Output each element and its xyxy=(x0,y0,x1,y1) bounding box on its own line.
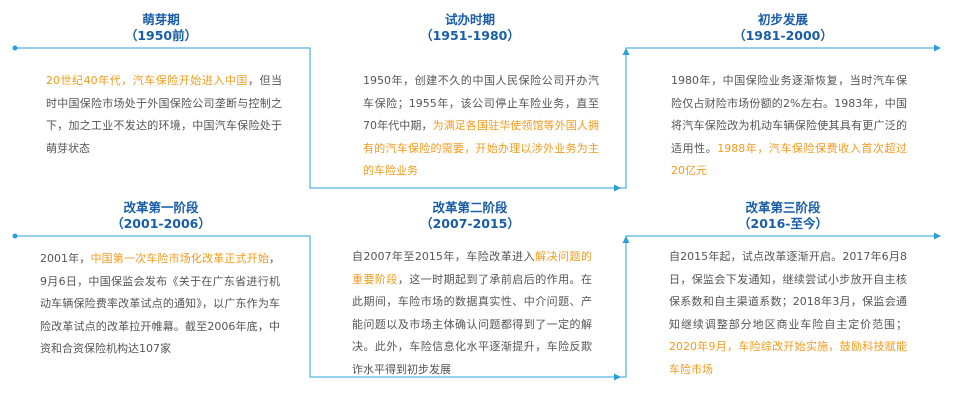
stage-desc-4-seg-1: 2001年， xyxy=(40,252,91,265)
stage-name-6: 改革第三阶段 xyxy=(745,200,821,215)
stage-description-6: 自2015年起，试点改革逐渐开启。2017年6月8日，保监会下发通知，继续尝试小… xyxy=(669,246,907,381)
stage-desc-1-seg-1: 20世纪40年代，汽车保险开始进入中国 xyxy=(46,74,248,87)
stage-description-5: 自2007年至2015年，车险改革进入解决问题的重要阶段，这一时期起到了承前启后… xyxy=(352,246,592,381)
stage-desc-5-seg-1: 自2007年至2015年，车险改革进入 xyxy=(352,250,536,263)
stage-desc-3-seg-1: 1980年，中国保险业务逐渐恢复，当时汽车保险仅占财险市场份额的2%左右。198… xyxy=(671,74,907,155)
stage-period-5: （2007-2015） xyxy=(420,216,520,231)
stage-period-2: （1951-1980） xyxy=(420,28,520,43)
stage-title-5: 改革第二阶段 （2007-2015） xyxy=(340,200,600,232)
stage-name-3: 初步发展 xyxy=(757,12,808,27)
stage-title-1: 萌芽期 （1950前） xyxy=(31,12,291,44)
stage-desc-4-seg-2: 中国第一次车险市场化改革正式开始 xyxy=(90,252,269,265)
timeline-path-row2 xyxy=(15,232,941,378)
stage-desc-5-seg-2: 解决问题的重要阶段 xyxy=(352,250,592,286)
stage-desc-6-seg-1: 自2015年起，试点改革逐渐开启。2017年6月8日，保监会下发通知，继续尝试小… xyxy=(669,250,907,331)
stage-description-3: 1980年，中国保险业务逐渐恢复，当时汽车保险仅占财险市场份额的2%左右。198… xyxy=(671,70,907,183)
stage-description-2: 1950年，创建不久的中国人民保险公司开办汽车保险；1955年，该公司停止车险业… xyxy=(363,70,599,183)
stage-description-4: 2001年，中国第一次车险市场化改革正式开始，9月6日，中国保监会发布《关于在广… xyxy=(40,248,280,361)
stage-period-4: （2001-2006） xyxy=(111,216,211,231)
stage-name-4: 改革第一阶段 xyxy=(123,200,199,215)
stage-period-6: （2016-至今） xyxy=(738,216,828,231)
stage-desc-5-seg-3: ，这一时期起到了承前启后的作用。在此期间，车险市场的数据真实性、中介问题、产能问… xyxy=(352,272,593,376)
stage-title-3: 初步发展 （1981-2000） xyxy=(653,12,913,44)
stage-name-5: 改革第二阶段 xyxy=(432,200,508,215)
stage-title-2: 试办时期 （1951-1980） xyxy=(340,12,600,44)
stage-desc-2-seg-2: 为满足各国驻华使领馆等外国人拥有的汽车保险的需要，开始办理以涉外业务为主的车险业… xyxy=(363,119,600,177)
stage-name-2: 试办时期 xyxy=(444,12,495,27)
stage-period-3: （1981-2000） xyxy=(733,28,833,43)
stage-desc-4-seg-3: ，9月6日，中国保监会发布《关于在广东省进行机动车辆保险费率改革试点的通知》，以… xyxy=(40,252,280,355)
stage-title-6: 改革第三阶段 （2016-至今） xyxy=(653,200,913,232)
stage-desc-3-seg-2: 1988年，汽车保险保费收入首次超过20亿元 xyxy=(671,141,908,178)
timeline-path-row1 xyxy=(15,44,941,189)
stage-desc-2-seg-1: 1950年，创建不久的中国人民保险公司开办汽车保险；1955年，该公司停止车险业… xyxy=(363,74,599,132)
stage-description-1: 20世纪40年代，汽车保险开始进入中国，但当时中国保险市场处于外国保险公司垄断与… xyxy=(46,70,282,160)
stage-title-4: 改革第一阶段 （2001-2006） xyxy=(31,200,291,232)
stage-name-1: 萌芽期 xyxy=(142,12,180,27)
stage-desc-6-seg-2: 2020年9月，车险综改开始实施，鼓励科技赋能车险市场 xyxy=(669,340,907,376)
stage-period-1: （1950前） xyxy=(124,28,198,43)
stage-desc-1-seg-2: ，但当时中国保险市场处于外国保险公司垄断与控制之下，加之工业不发达的环境，中国汽… xyxy=(46,74,283,155)
